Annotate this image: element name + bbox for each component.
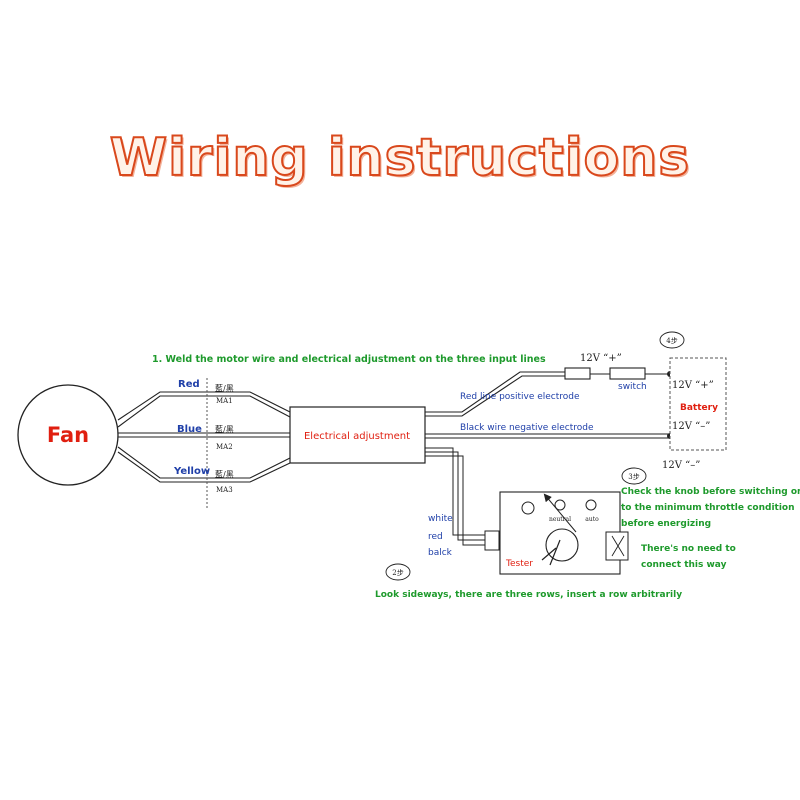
- check-knob-line2: to the minimum throttle condition: [621, 503, 795, 513]
- wire-red-code: 藍/黑: [215, 383, 234, 393]
- step3-text: 3步: [628, 473, 639, 481]
- tester-led-2: [554, 499, 566, 511]
- check-knob-line3: before energizing: [621, 519, 711, 529]
- tester-neutral-label: neutral: [549, 516, 571, 523]
- step1-text: 1. Weld the motor wire and electrical ad…: [152, 354, 546, 365]
- battery-plus-label: 12V “+”: [672, 380, 714, 391]
- step2-text: 2步: [392, 569, 403, 577]
- wire-yellow-ma: MA3: [216, 486, 233, 494]
- servo-wire-white: white: [428, 514, 453, 524]
- power-lines: [425, 371, 670, 439]
- fan-wires: [117, 391, 291, 483]
- wire-blue-label: Blue: [177, 424, 202, 435]
- step2-badge: 2步: [385, 563, 411, 581]
- black-line-label: Black wire negative electrode: [460, 423, 594, 433]
- esc-label: Electrical adjustment: [304, 431, 410, 442]
- step4-text: 4步: [666, 337, 677, 345]
- tester-label: Tester: [505, 559, 533, 569]
- cross-out-mark: [611, 535, 625, 557]
- servo-wire-red: red: [428, 532, 443, 542]
- battery-label: Battery: [680, 403, 718, 413]
- tester-auto-label: auto: [585, 516, 599, 523]
- battery-box: [669, 357, 727, 451]
- knob-pointer-arrow: [543, 493, 577, 533]
- switch-label: switch: [618, 382, 647, 392]
- step2-instruction: Look sideways, there are three rows, ins…: [375, 590, 682, 600]
- page-title: Wiring instructions: [109, 127, 691, 189]
- signal-wires: [425, 447, 485, 546]
- fan-label: Fan: [47, 423, 89, 447]
- wire-yellow-code: 藍/黑: [215, 469, 234, 479]
- tester-led-1: [521, 501, 535, 515]
- switch-symbol: [609, 367, 646, 380]
- fan-circle: [17, 384, 119, 486]
- no-need-line2: connect this way: [641, 560, 727, 570]
- red-line-label: Red line positive electrode: [460, 392, 580, 402]
- wire-blue-ma: MA2: [216, 443, 233, 451]
- servo-wire-balck: balck: [428, 548, 453, 558]
- no-need-line1: There's no need to: [641, 544, 736, 554]
- esc-box: [289, 406, 426, 464]
- tester-led-3: [585, 499, 597, 511]
- servo-plug: [484, 530, 500, 551]
- fuse-resistor: [564, 367, 591, 380]
- battery-minus-label: 12V “–”: [672, 421, 710, 432]
- check-knob-line1: Check the knob before switching on: [621, 487, 800, 497]
- step3-badge: 3步: [621, 467, 647, 485]
- wire-blue-code: 藍/黑: [215, 424, 234, 434]
- wire-yellow-label: Yellow: [173, 466, 210, 477]
- step4-badge: 4步: [659, 331, 685, 349]
- wire-red-ma: MA1: [216, 397, 233, 405]
- tester-side-connector: [605, 531, 629, 561]
- v12-plus-top: 12V “+”: [580, 353, 622, 364]
- wire-red-label: Red: [178, 379, 200, 390]
- tester-knob: [545, 528, 579, 562]
- knob-arrow-icon: [541, 539, 561, 566]
- v12-minus-bottom: 12V “–”: [662, 460, 700, 471]
